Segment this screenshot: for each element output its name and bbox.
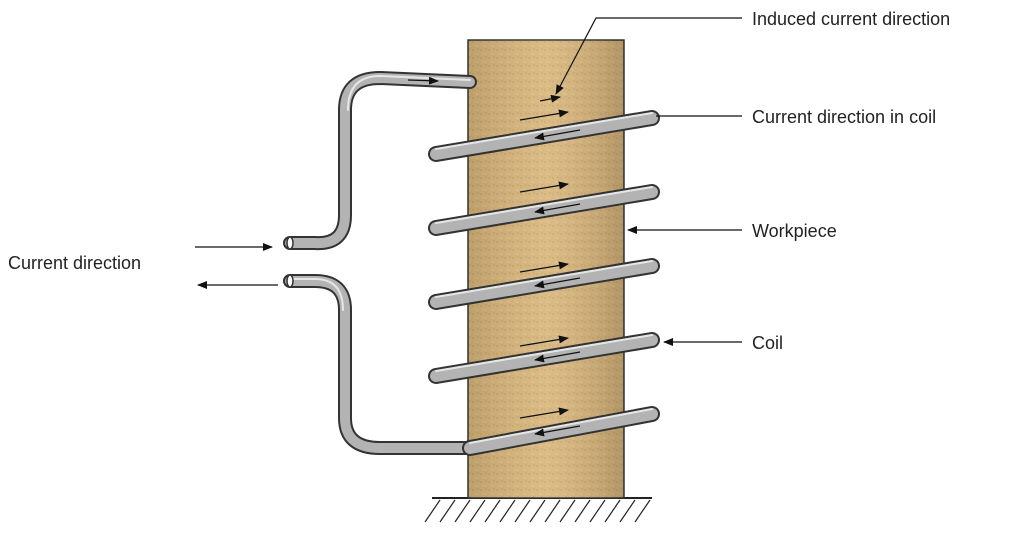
current-direction-arrows [195, 243, 278, 289]
coil-flow-arrow-5 [534, 425, 581, 437]
label-current-direction-in-coil: Current direction in coil [752, 107, 937, 127]
induced-arrow-2 [519, 109, 569, 121]
coil-flow-arrow-3 [534, 277, 581, 289]
coil-turn-5 [462, 406, 660, 456]
induced-arrow-4 [519, 261, 569, 273]
label-induced-current-direction: Induced current direction [752, 9, 951, 29]
lead-wires [283, 71, 477, 455]
lead-flow-arrow [407, 76, 439, 85]
label-current-direction: Current direction [8, 253, 142, 273]
induced-arrow-6 [519, 407, 569, 419]
induced-arrow-5 [519, 335, 569, 347]
leader-induced [555, 17, 742, 95]
coil-flow-arrow-4 [534, 351, 581, 363]
ground-hatch [424, 497, 652, 523]
coil-flow-arrow-2 [534, 203, 581, 215]
leader-lines [555, 17, 742, 346]
flow-arrows [407, 76, 581, 437]
label-coil: Coil [752, 333, 784, 353]
label-workpiece: Workpiece [752, 221, 837, 241]
induced-arrow-3 [519, 181, 569, 193]
induced-arrow-1 [539, 94, 561, 103]
coil-flow-arrow-1 [534, 129, 581, 141]
